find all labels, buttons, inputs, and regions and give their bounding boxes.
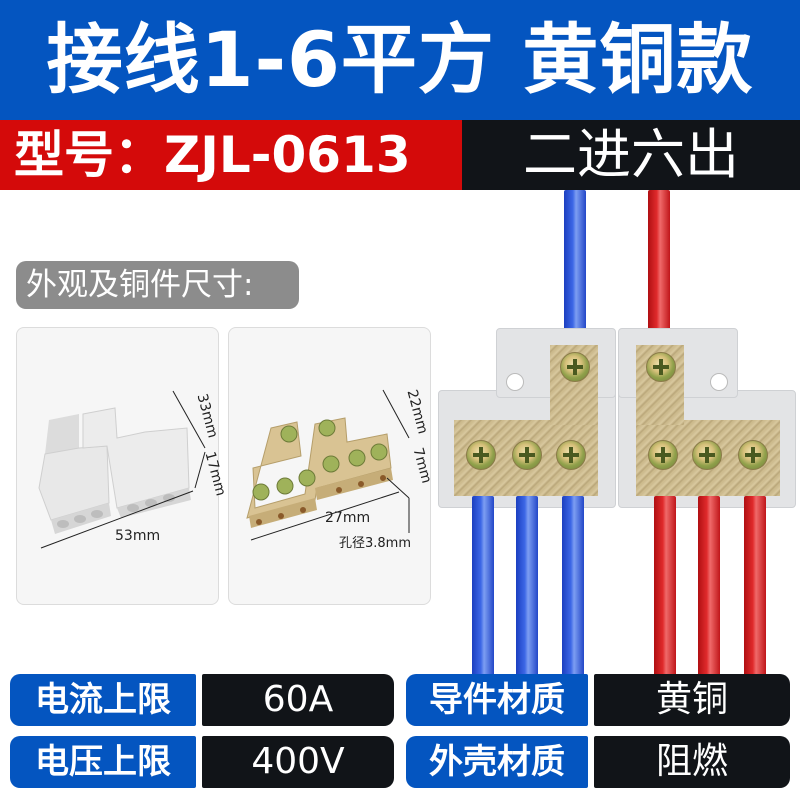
blue-input-wire xyxy=(564,190,586,350)
screw-icon xyxy=(466,440,496,470)
spec-value-voltage: 400V xyxy=(202,736,394,788)
io-config-banner: 二进六出 xyxy=(462,120,800,190)
red-output-wire xyxy=(654,496,676,676)
screw-icon xyxy=(512,440,542,470)
copper-illustration xyxy=(246,389,410,541)
page-title: 接线1-6平方 黄铜款 xyxy=(0,0,800,120)
screw-icon xyxy=(646,352,676,382)
left-mounting-hole xyxy=(506,373,524,391)
housing-dimensions-card: 33mm 17mm 53mm xyxy=(16,327,229,605)
product-photo xyxy=(432,190,800,676)
spec-label-conductor: 导件材质 xyxy=(406,674,588,726)
spec-value-current: 60A xyxy=(202,674,394,726)
right-mounting-hole xyxy=(710,373,728,391)
blue-output-wire xyxy=(472,496,494,676)
housing-illustration xyxy=(38,390,206,549)
copper-dimensions-card: 22mm 7mm 27mm 孔径3.8mm xyxy=(228,327,434,605)
screw-icon xyxy=(738,440,768,470)
spec-value-shell: 阻燃 xyxy=(594,736,790,788)
screw-icon xyxy=(692,440,722,470)
housing-length-label: 53mm xyxy=(115,528,161,544)
red-output-wire xyxy=(744,496,766,676)
model-number-banner: 型号：ZJL-0613 xyxy=(0,120,462,190)
red-output-wire xyxy=(698,496,720,676)
spec-label-current: 电流上限 xyxy=(10,674,196,726)
blue-output-wire xyxy=(562,496,584,676)
dimensions-section-label: 外观及铜件尺寸: xyxy=(16,261,299,309)
blue-output-wire xyxy=(516,496,538,676)
screw-icon xyxy=(648,440,678,470)
spec-value-conductor: 黄铜 xyxy=(594,674,790,726)
screw-icon xyxy=(556,440,586,470)
hole-diameter-label: 孔径3.8mm xyxy=(339,536,412,551)
red-input-wire xyxy=(648,190,670,350)
spec-label-voltage: 电压上限 xyxy=(10,736,196,788)
copper-length-label: 27mm xyxy=(325,510,371,526)
spec-label-shell: 外壳材质 xyxy=(406,736,588,788)
screw-icon xyxy=(560,352,590,382)
